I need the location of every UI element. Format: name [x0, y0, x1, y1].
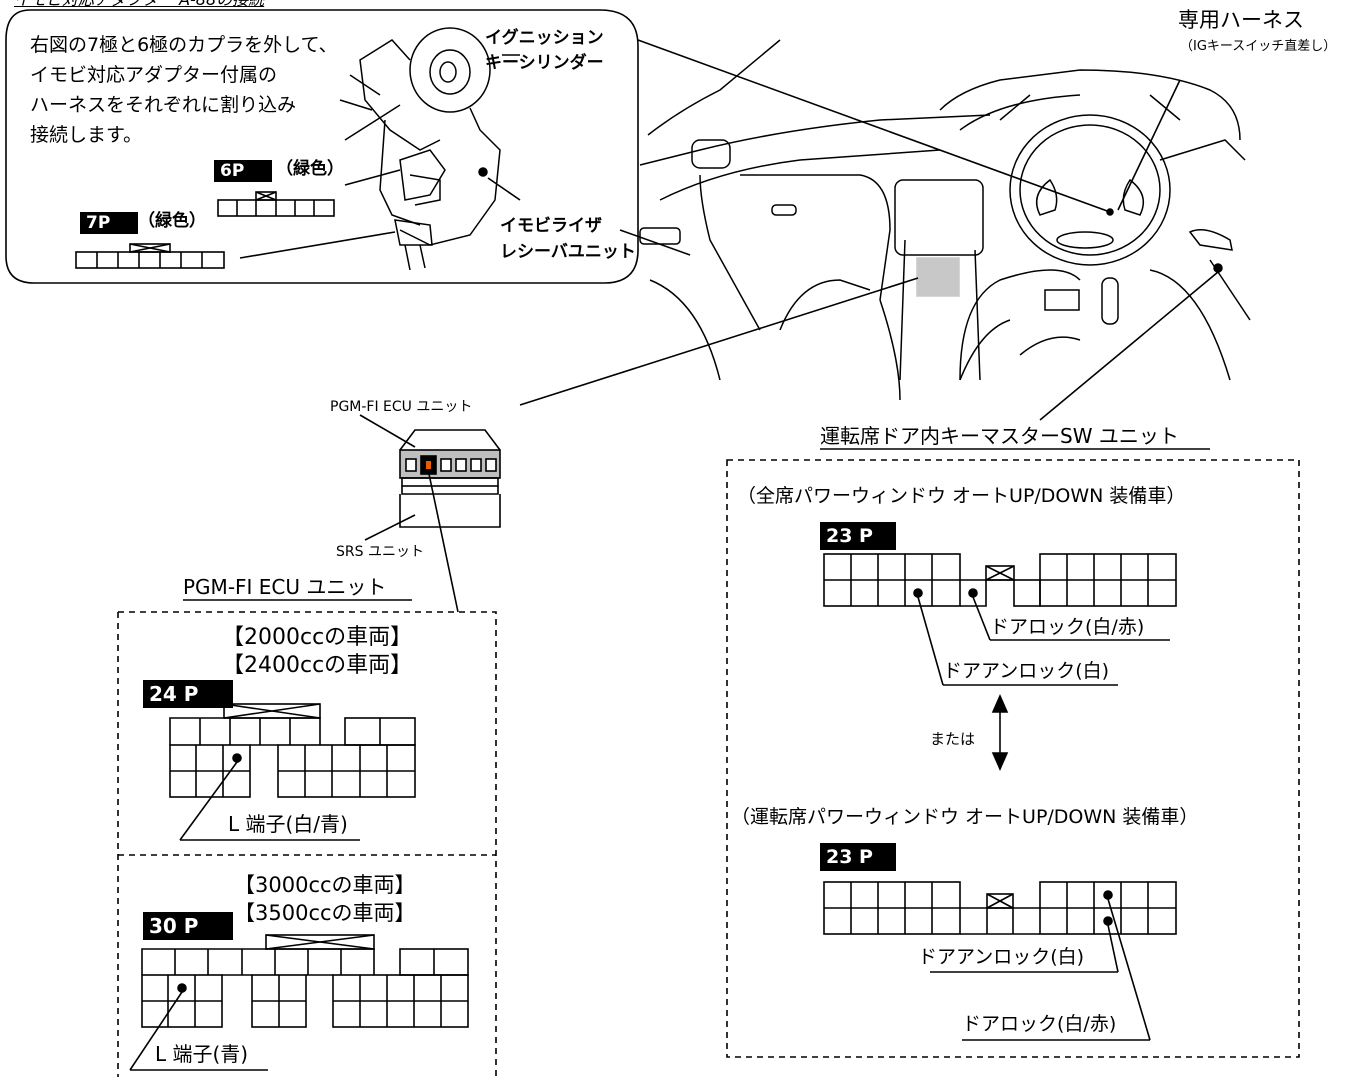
door-block1-tag: 23 P [820, 522, 896, 550]
connector-23p-top [823, 553, 1177, 607]
instruction-line-3: ハーネスをそれぞれに割り込み [30, 94, 297, 116]
page-title: イモビ対応アダプター A-88の接続 [14, 0, 264, 8]
ecu-dashed-box [117, 611, 497, 1077]
connector-6p-tag: 6P [214, 160, 272, 182]
ecu-unit-illustration [399, 429, 501, 528]
ecu-block2-vehicle-2: 【3500ccの車両】 [234, 901, 416, 925]
connector-7p-color: （緑色） [138, 211, 206, 231]
door-block1-subtitle: （全席パワーウィンドウ オートUP/DOWN 装備車） [737, 485, 1186, 507]
door-block2-subtitle: （運転席パワーウィンドウ オートUP/DOWN 装備車） [731, 806, 1199, 828]
srs-label: SRS ユニット [336, 544, 424, 560]
key-cylinder-label-2: キーシリンダー [485, 53, 604, 73]
connector-30p [141, 934, 469, 1028]
key-cylinder-label-1: イグニッション [485, 28, 604, 48]
ignition-switch-illustration [339, 27, 501, 271]
instruction-line-2: イモビ対応アダプター付属の [30, 64, 278, 86]
connector-7p-tag: 7P [80, 212, 138, 234]
door-block2-unlock: ドアアンロック(白) [918, 946, 1085, 968]
instruction-line-1: 右図の7極と6極のカプラを外して、 [30, 34, 338, 56]
harness-sub: （IGキースイッチ直差し） [1180, 39, 1337, 54]
receiver-label-2: レシーバユニット [500, 242, 636, 262]
connector-6p [217, 191, 335, 217]
harness-label: 専用ハーネス [1178, 8, 1304, 32]
ecu-block2-tag: 30 P [143, 912, 233, 940]
door-block2-lock: ドアロック(白/赤) [962, 1013, 1117, 1035]
ecu-block1-vehicle-2: 【2400ccの車両】 [222, 653, 413, 678]
door-section-title: 運転席ドア内キーマスターSW ユニット [820, 424, 1179, 448]
ecu-block1-tag: 24 P [143, 680, 233, 708]
connector-7p [75, 243, 225, 269]
instruction-box [5, 9, 639, 284]
ecu-section-title: PGM-FI ECU ユニット [183, 575, 387, 599]
door-dashed-box [726, 459, 1300, 1058]
or-label: または [930, 730, 976, 748]
ecu-block1-terminal: L 端子(白/青) [228, 812, 348, 836]
connector-6p-color: （緑色） [276, 159, 344, 179]
dashboard-illustration [619, 39, 1251, 401]
ecu-block1-vehicle-1: 【2000ccの車両】 [222, 625, 413, 650]
connector-23p-bottom [823, 881, 1177, 935]
door-block1-lock: ドアロック(白/赤) [990, 616, 1145, 638]
ecu-block2-vehicle-1: 【3000ccの車両】 [234, 873, 416, 897]
receiver-label-1: イモビライザ [500, 216, 602, 236]
ecu-pointer-label: PGM-FI ECU ユニット [330, 399, 473, 415]
ecu-block2-terminal: L 端子(青) [155, 1042, 249, 1066]
door-block2-tag: 23 P [820, 843, 896, 871]
instruction-line-4: 接続します。 [30, 124, 143, 146]
door-block1-unlock: ドアアンロック(白) [943, 660, 1110, 682]
connector-24p [169, 703, 416, 798]
or-arrow [991, 694, 1009, 771]
